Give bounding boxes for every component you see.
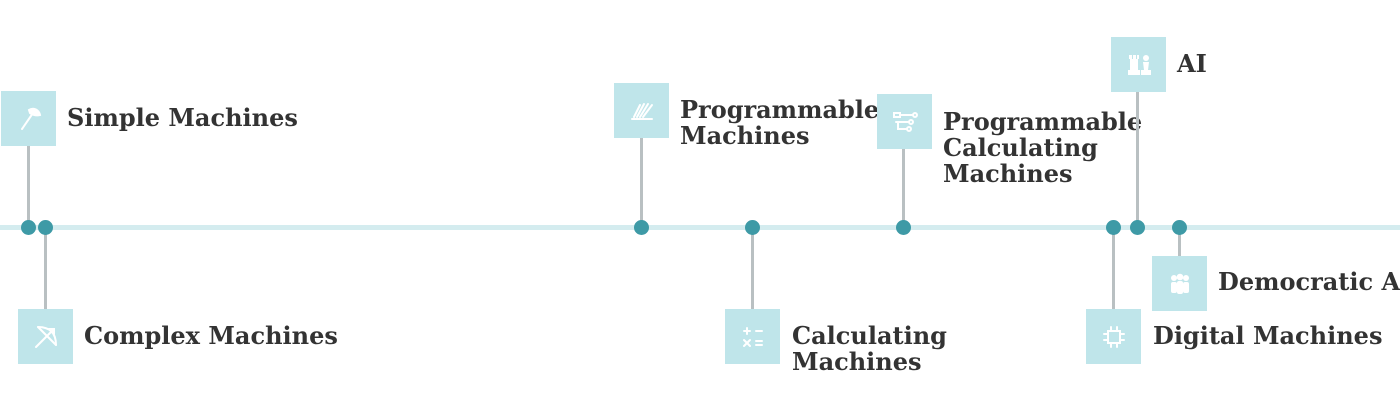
milestone-ai-dot [1130,220,1145,235]
stem-digital-machines [1112,228,1115,310]
label-line: Programmable [680,95,880,124]
milestone-calculating-machines-dot [745,220,760,235]
milestone-simple-machines-tile [1,91,56,146]
timeline-axis [0,225,1400,230]
milestone-programmable-machines-label: Programmable Machines [680,97,879,149]
label-line: Calculating [943,133,1098,162]
label-line: Machines [943,159,1073,188]
stem-programmable-calculating-machines [902,148,905,227]
stem-democratic-ai [1178,228,1181,258]
label-line: Programmable [943,107,1143,136]
axe-icon [20,107,41,130]
chess-icon [1127,54,1151,75]
milestone-ai-tile [1111,37,1166,92]
milestone-simple-machines-label: Simple Machines [67,103,298,132]
milestone-digital-machines-label: Digital Machines [1153,321,1383,350]
stem-ai [1136,90,1139,227]
stem-simple-machines [27,145,30,227]
milestone-digital-machines-tile [1086,309,1141,364]
milestone-programmable-calculating-machines-label: Programmable Calculating Machines [943,109,1142,187]
milestone-digital-machines-dot [1106,220,1121,235]
label-line: Machines [680,121,810,150]
milestone-complex-machines-tile [18,309,73,364]
stem-calculating-machines [751,228,754,310]
milestone-calculating-machines-label: Calculating Machines [792,323,947,375]
milestone-programmable-calculating-machines-dot [896,220,911,235]
milestone-democratic-ai-tile [1152,256,1207,311]
label-line: Machines [792,347,922,376]
milestone-calculating-machines-tile [725,309,780,364]
milestone-complex-machines-dot [38,220,53,235]
bow-arrow-icon [34,325,57,348]
milestone-programmable-calculating-machines-tile [877,94,932,149]
milestone-democratic-ai-label: Democratic AI [1218,267,1400,296]
milestone-simple-machines-dot [21,220,36,235]
milestone-complex-machines-label: Complex Machines [84,321,338,350]
people-icon [1170,273,1189,294]
calculator-icon [742,326,763,347]
circuit-icon [892,111,918,132]
milestone-democratic-ai-dot [1172,220,1187,235]
milestone-programmable-machines-tile [614,83,669,138]
milestone-programmable-machines-dot [634,220,649,235]
stem-complex-machines [44,228,47,310]
milestone-ai-label: AI [1177,49,1207,78]
loom-icon [630,102,653,120]
stem-programmable-machines [640,136,643,227]
chip-icon [1102,325,1125,348]
label-line: Calculating [792,321,947,350]
